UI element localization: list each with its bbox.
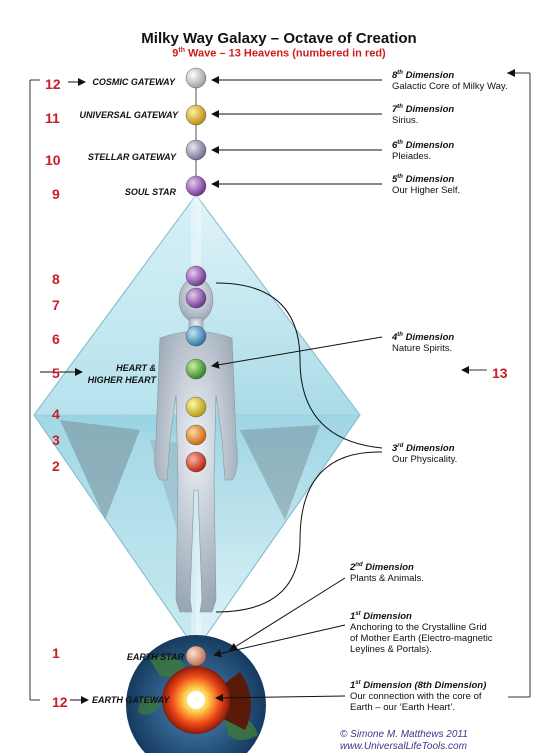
heaven-number-13: 13 [492,365,508,381]
gateway-label-universal: UNIVERSAL GATEWAY [79,110,178,120]
page-title: Milky Way Galaxy – Octave of Creation [141,30,417,47]
left-bracket [29,79,40,701]
heaven-number-12-bottom: 12 [52,694,68,710]
dimension-3-label: 3rd Dimension Our Physicality. [392,443,458,466]
heaven-number-6: 6 [52,331,60,347]
dimension-1-label: 1st Dimension Anchoring to the Crystalli… [350,611,493,656]
heaven-number-9: 9 [52,186,60,202]
gateway-label-heart: HEART & [116,363,156,373]
sphere-stellar-gateway [185,139,207,161]
earth-globe [126,635,266,753]
heaven-number-11: 11 [45,110,60,126]
left-arrows [40,78,89,704]
sphere-soul-star [185,175,207,197]
sphere-4 [185,396,207,418]
heaven-number-4: 4 [52,406,60,422]
sphere-2 [185,451,207,473]
dimension-2-label: 2nd Dimension Plants & Animals. [350,562,424,585]
heaven-number-10: 10 [45,152,61,168]
gateway-label-earth-star: EARTH STAR [126,652,184,662]
heaven-number-3: 3 [52,432,60,448]
gateway-label-soul-star: SOUL STAR [124,187,176,197]
sphere-7 [185,287,207,309]
spheres [185,67,207,667]
sphere-5 [185,358,207,380]
sphere-6 [185,325,207,347]
dimension-7-label: 7th Dimension Sirius. [392,104,455,127]
sphere-earth-star [185,645,207,667]
sphere-universal-gateway [185,104,207,126]
sphere-3 [185,424,207,446]
page-subtitle: 9th Wave – 13 Heavens (numbered in red) [172,47,386,60]
dimension-arrows [211,76,383,702]
gateway-label-higher-heart: HIGHER HEART [87,375,156,385]
copyright-url[interactable]: www.UniversalLifeTools.com [340,741,467,752]
right-bracket [507,72,531,698]
dimension-8-label: 8th Dimension Galactic Core of Milky Way… [392,70,508,93]
dimension-1-core-label: 1st Dimension (8th Dimension) Our connec… [350,680,487,714]
gateway-label-stellar: STELLAR GATEWAY [87,152,176,162]
copyright-line: © Simone M. Matthews 2011 [340,729,468,740]
dimension-5-label: 5th Dimension Our Higher Self. [392,174,461,197]
gateway-label-cosmic: COSMIC GATEWAY [92,77,175,87]
crystal-octahedron [33,194,361,651]
gateway-label-earth-gateway: EARTH GATEWAY [92,695,170,705]
dimension-4-label: 4th Dimension Nature Spirits. [392,332,455,355]
heaven-number-7: 7 [52,297,60,313]
heaven-number-1: 1 [52,645,60,661]
heaven-number-5: 5 [52,365,60,381]
heaven-number-2: 2 [52,458,60,474]
sphere-cosmic-gateway [185,67,207,89]
heaven-number-8: 8 [52,271,60,287]
heaven-number-12-top: 12 [45,76,61,92]
sphere-8 [185,265,207,287]
dimension-6-label: 6th Dimension Pleiades. [392,140,455,163]
